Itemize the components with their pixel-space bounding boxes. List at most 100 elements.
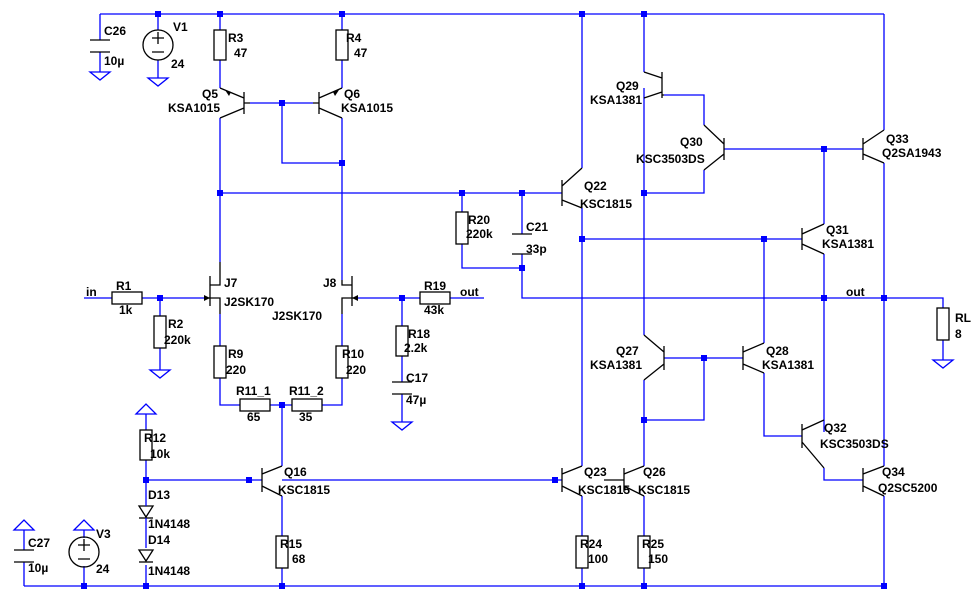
label-C21-ref: C21 [526, 220, 548, 234]
jfets [204, 262, 358, 314]
bjt-Q34 [862, 465, 885, 497]
label-Q22-ref: Q22 [584, 179, 607, 193]
label-R18-ref: R18 [408, 327, 430, 341]
diode-D13 [137, 497, 155, 530]
label-Q33-ref: Q33 [886, 132, 909, 146]
label-R20-value: 220k [466, 227, 493, 241]
label-Q34-ref: Q34 [882, 465, 905, 479]
label-R9-ref: R9 [228, 347, 244, 361]
resistor-R12 [139, 429, 153, 461]
label-D13-value: 1N4148 [148, 517, 190, 531]
label-R11_2-ref: R11_2 [289, 384, 324, 398]
bjt-Q16 [261, 465, 283, 497]
label-RL-ref: RL [955, 311, 971, 325]
label-Q32-value: KSC3503DS [820, 437, 889, 451]
capacitor-C17 [392, 381, 412, 395]
label-R19-ref: R19 [424, 279, 446, 293]
label-Q31-ref: Q31 [826, 223, 849, 237]
label-D13-ref: D13 [148, 488, 170, 502]
label-R11_1-value: 65 [247, 410, 261, 424]
label-R15-ref: R15 [280, 537, 302, 551]
bjt-Q27 [643, 334, 665, 381]
resistor-R3 [213, 29, 227, 61]
label-C17-ref: C17 [406, 371, 428, 385]
resistor-R19 [419, 291, 451, 305]
resistors [111, 29, 950, 569]
bjt-Q5 [219, 87, 250, 119]
label-Q23-ref: Q23 [584, 465, 607, 479]
label-Q5-ref: Q5 [202, 87, 218, 101]
label-Q28-ref: Q28 [766, 344, 789, 358]
label-R19-value: 43k [424, 303, 444, 317]
label-Q33-value: Q2SA1943 [882, 146, 942, 160]
label-R11_1-ref: R11_1 [236, 384, 271, 398]
label-Q27-ref: Q27 [616, 344, 639, 358]
label-Q29-ref: Q29 [616, 79, 639, 93]
bjt-Q6 [313, 87, 343, 119]
jfet-J7 [204, 262, 221, 314]
label-J7-value: J2SK170 [224, 295, 274, 309]
bjt-Q30 [703, 124, 725, 171]
label-R9-value: 220 [226, 363, 246, 377]
label-net-out1: out [460, 285, 479, 299]
diode-D14 [137, 549, 155, 563]
label-R11_2-value: 35 [299, 410, 313, 424]
bjt-Q32 [801, 419, 825, 469]
label-R18-value: 2.2k [404, 341, 428, 355]
label-Q6-value: KSA1015 [341, 101, 393, 115]
label-J8-ref: J8 [323, 276, 337, 290]
resistor-R11_2 [291, 398, 323, 412]
label-Q31-value: KSA1381 [822, 237, 874, 251]
resistor-R18 [395, 325, 409, 357]
label-R4-value: 47 [354, 46, 368, 60]
label-C26-ref: C26 [104, 24, 126, 38]
label-Q22-value: KSC1815 [580, 197, 632, 211]
label-R25-ref: R25 [642, 537, 664, 551]
capacitors [14, 39, 532, 563]
resistor-R1 [111, 291, 143, 305]
label-V1-value: 24 [171, 57, 185, 71]
label-Q5-value: KSA1015 [168, 101, 220, 115]
source-V3 [68, 536, 100, 568]
resistor-R9 [213, 345, 227, 379]
label-C21-value: 33p [526, 242, 547, 256]
bjt-Q26 [604, 465, 645, 497]
label-Q26-ref: Q26 [643, 465, 666, 479]
capacitor-C26 [90, 39, 110, 53]
bjt-Q22 [561, 167, 583, 209]
label-Q16-value: KSC1815 [278, 483, 330, 497]
label-R24-value: 100 [588, 552, 608, 566]
label-RL-value: 8 [955, 327, 962, 341]
bjt-Q29 [643, 71, 664, 99]
jfet-J8 [341, 276, 358, 314]
label-Q23-value: KSC1815 [578, 483, 630, 497]
label-C27-ref: C27 [28, 536, 50, 550]
label-Q32-ref: Q32 [824, 421, 847, 435]
label-R20-ref: R20 [468, 213, 490, 227]
resistor-R20 [455, 211, 469, 245]
label-R1-ref: R1 [116, 279, 132, 293]
label-net-out2: out [846, 285, 865, 299]
bjt-Q33 [862, 129, 885, 164]
voltage-sources [68, 29, 174, 568]
resistor-R15 [275, 535, 289, 569]
label-C17-value: 47µ [406, 393, 426, 407]
label-Q28-value: KSA1381 [762, 358, 814, 372]
label-Q34-value: Q2SC5200 [878, 481, 938, 495]
label-R24-ref: R24 [580, 537, 602, 551]
capacitor-C27 [14, 549, 34, 563]
label-C27-value: 10µ [28, 561, 48, 575]
label-R2-ref: R2 [168, 317, 184, 331]
label-R3-value: 47 [234, 46, 248, 60]
label-Q30-ref: Q30 [680, 135, 703, 149]
label-D14-value: 1N4148 [148, 564, 190, 578]
resistor-R25 [637, 535, 651, 569]
label-R3-ref: R3 [228, 31, 244, 45]
label-R1-value: 1k [119, 303, 133, 317]
label-C26-value: 10µ [104, 54, 124, 68]
capacitor-C21 [512, 233, 532, 255]
label-Q30-value: KSC3503DS [636, 152, 705, 166]
label-Q6-ref: Q6 [344, 87, 360, 101]
resistor-R10 [335, 345, 349, 379]
